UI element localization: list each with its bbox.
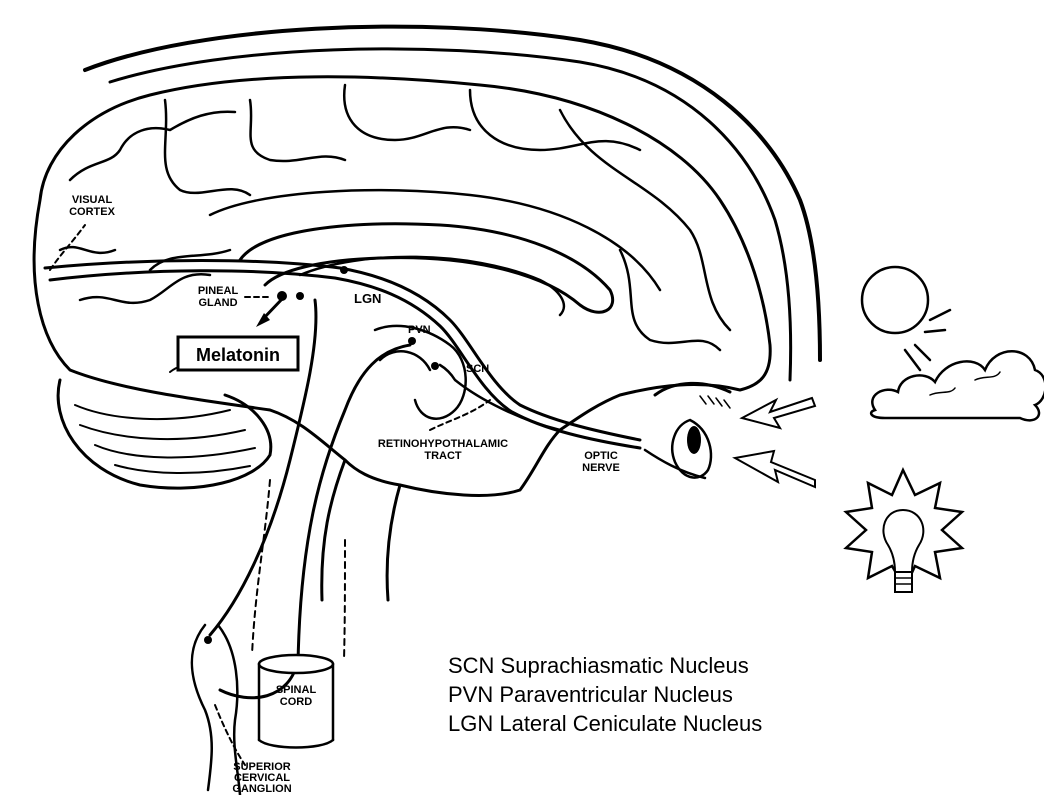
light-arrow-icon	[735, 398, 815, 487]
eye-icon	[645, 383, 730, 478]
pineal-gland-label-line1: PINEAL	[198, 285, 239, 297]
pineal-gland-label-line2: GLAND	[198, 297, 237, 309]
visual-cortex-label-line1: VISUAL	[72, 194, 113, 206]
spinal-cord-label-line2: CORD	[280, 696, 312, 708]
skull-outline	[85, 27, 820, 380]
sun-icon	[862, 267, 950, 370]
visual-cortex-label-line2: CORTEX	[69, 206, 116, 218]
legend: SCN Suprachiasmatic Nucleus PVN Paravent…	[448, 653, 762, 736]
retinohypothalamic-tract-label-line2: TRACT	[424, 450, 462, 462]
legend-item-lgn: LGN Lateral Ceniculate Nucleus	[448, 711, 762, 736]
brainstem	[322, 460, 400, 600]
scn-label: SCN	[466, 363, 489, 375]
optic-nerve-label-line2: NERVE	[582, 462, 620, 474]
melatonin-box: Melatonin	[178, 337, 298, 370]
cerebellum	[58, 355, 271, 488]
pvn-label: PVN	[408, 324, 431, 336]
melatonin-label: Melatonin	[196, 345, 280, 365]
superior-cervical-ganglion-label-line3: GANGLION	[232, 783, 291, 795]
cloud-icon	[871, 351, 1044, 420]
retinohypothalamic-tract-label-line1: RETINOHYPOTHALAMIC	[378, 438, 508, 450]
lgn-label: LGN	[354, 291, 381, 306]
legend-item-scn: SCN Suprachiasmatic Nucleus	[448, 653, 749, 678]
spinal-cord-label-line1: SPINAL	[276, 684, 317, 696]
legend-item-pvn: PVN Paraventricular Nucleus	[448, 682, 733, 707]
optic-nerve-label-line1: OPTIC	[584, 450, 618, 462]
lightbulb-icon	[846, 470, 962, 592]
